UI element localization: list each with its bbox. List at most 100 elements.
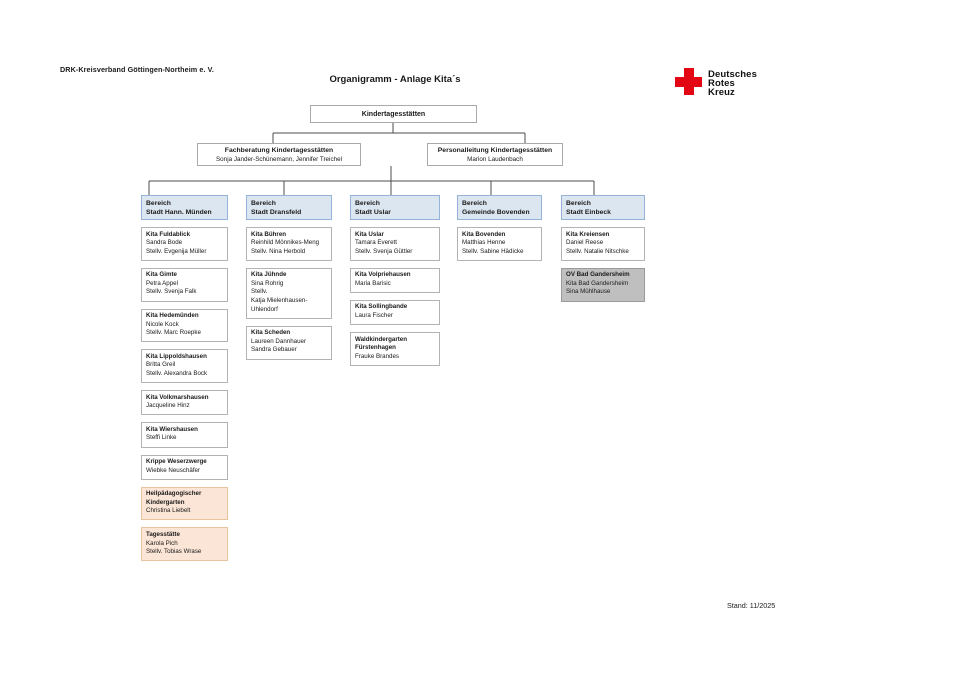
kita-person: Matthias Henne	[462, 239, 506, 247]
node-fachberatung: Fachberatung Kindertagesstätten Sonja Ja…	[197, 143, 361, 166]
kita-box: Krippe Weserzwerge Wiebke Neuschäfer	[141, 454, 228, 480]
root-node-title: Kindertagesstätten	[361, 110, 426, 118]
bereich-label: Bereich	[146, 199, 171, 207]
kita-box: Kita Uslar Tamara Everett Stellv. Svenja…	[350, 227, 440, 261]
kita-person: Stellv. Sabine Hädicke	[462, 247, 524, 255]
kita-box: Kita Sollingbande Laura Fischer	[350, 299, 440, 326]
node-names: Marion Laudenbach	[467, 155, 523, 163]
kita-person: Sandra Bode	[146, 239, 183, 247]
bereich-label: Bereich	[355, 199, 380, 207]
kita-box: Kita Jühnde Sina Rohrig Stellv. Katja Mi…	[246, 267, 332, 319]
kita-person: Stellv. Evgenija Müller	[146, 247, 207, 255]
kita-person: Britta Greil	[146, 361, 176, 369]
node-names: Sonja Jander-Schünemann, Jennifer Treich…	[215, 155, 342, 163]
kita-title: Kita Lippoldshausen	[146, 352, 207, 360]
kita-box: Kita Wiershausen Steffi Linke	[141, 422, 228, 448]
column-bovenden: Bereich Gemeinde Bovenden Kita Bovenden …	[457, 195, 542, 261]
stand-date: Stand: 11/2025	[727, 601, 776, 610]
kita-title: Kita Wiershausen	[146, 425, 198, 433]
kita-person: Christina Liebelt	[146, 507, 191, 515]
bereich-header-dransfeld: Bereich Stadt Dransfeld	[246, 195, 332, 220]
kita-box: Kita Bovenden Matthias Henne Stellv. Sab…	[457, 227, 542, 261]
kita-title: Heilpädagogischer Kindergarten	[146, 490, 202, 506]
logo-text-line: Kreuz	[708, 87, 735, 99]
bereich-label: Bereich	[251, 199, 276, 207]
kita-title: OV Bad Gandersheim	[566, 271, 630, 279]
bereich-header-einbeck: Bereich Stadt Einbeck	[561, 195, 645, 220]
node-title: Personalleitung Kindertagesstätten	[437, 146, 553, 154]
root-node-kindertagesstaetten: Kindertagesstätten	[310, 105, 477, 123]
kita-person: Stellv. Tobias Wrase	[146, 548, 202, 556]
kita-title: Waldkindergarten Fürstenhagen	[355, 335, 408, 352]
kita-box: Kita Fuldablick Sandra Bode Stellv. Evge…	[141, 227, 228, 261]
bereich-region: Stadt Hann. Münden	[146, 208, 212, 216]
bereich-region: Stadt Dransfeld	[251, 208, 302, 216]
bereich-region: Gemeinde Bovenden	[462, 208, 530, 216]
bereich-header-hann-muenden: Bereich Stadt Hann. Münden	[141, 195, 228, 220]
kita-title: Kita Volkmarshausen	[146, 393, 209, 401]
kita-person: Reinhild Mönnikes-Meng	[251, 239, 320, 247]
kita-box-heilpaedagogischer-kindergarten: Heilpädagogischer Kindergarten Christina…	[141, 486, 228, 521]
kita-person: Jacqueline Hinz	[146, 402, 190, 410]
kita-person: Nicole Kock	[146, 320, 179, 328]
logo-text-line: Rotes	[708, 78, 735, 90]
page-title: Organigramm - Anlage Kita´s	[329, 74, 461, 85]
kita-person: Laura Fischer	[355, 312, 393, 320]
kita-person: Tamara Everett	[355, 239, 397, 247]
kita-person: Karola Pich	[146, 539, 178, 547]
kita-person: Stellv. Svenja Falk	[146, 288, 197, 296]
kita-box: Kita Lippoldshausen Britta Greil Stellv.…	[141, 349, 228, 384]
kita-title: Kita Bovenden	[462, 230, 506, 238]
kita-person: Stellv.	[251, 288, 268, 296]
red-cross-icon	[675, 68, 702, 95]
node-title: Fachberatung Kindertagesstätten	[224, 146, 334, 154]
kita-person: Kita Bad Gandersheim	[566, 279, 629, 287]
kita-title: Kita Fuldablick	[146, 230, 191, 238]
kita-box: Kita Scheden Laureen Dannhauer Sandra Ge…	[246, 325, 332, 360]
kita-title: Tagesstätte	[146, 530, 180, 538]
bereich-region: Stadt Einbeck	[566, 208, 611, 216]
kita-box-ov-bad-gandersheim: OV Bad Gandersheim Kita Bad Gandersheim …	[561, 267, 645, 302]
kita-title: Krippe Weserzwerge	[146, 458, 207, 465]
kita-box: Kita Bühren Reinhild Mönnikes-Meng Stell…	[246, 227, 332, 261]
kita-person: Katja Mielenhausen-Uhlendorf	[251, 297, 308, 313]
kita-person: Stellv. Nina Herbold	[251, 247, 306, 255]
kita-person: Laureen Dannhauer	[251, 337, 307, 345]
drk-logo: Deutsches Rotes Kreuz	[675, 68, 757, 98]
kita-person: Steffi Linke	[146, 434, 177, 442]
bereich-header-uslar: Bereich Stadt Uslar	[350, 195, 440, 220]
kita-title: Kita Kreiensen	[566, 230, 610, 238]
kita-person: Daniel Reese	[566, 239, 604, 247]
logo-text: Deutsches Rotes Kreuz	[708, 70, 757, 98]
kita-title: Kita Bühren	[251, 230, 287, 238]
kita-person: Stellv. Marc Roepke	[146, 329, 201, 337]
kita-title: Kita Uslar	[355, 230, 384, 238]
column-hann-muenden: Bereich Stadt Hann. Münden Kita Fuldabli…	[141, 195, 228, 562]
kita-box: Kita Volpriehausen Maria Barisic	[350, 267, 440, 293]
kita-box: Kita Kreiensen Daniel Reese Stellv. Nata…	[561, 227, 645, 261]
kita-box-waldkindergarten: Waldkindergarten Fürstenhagen Frauke Bra…	[350, 332, 440, 366]
kita-person: Stellv. Svenja Güttler	[355, 247, 413, 255]
kita-person: Maria Barisic	[355, 279, 391, 287]
kita-person: Petra Appel	[146, 279, 178, 287]
kita-box: Kita Hedemünden Nicole Kock Stellv. Marc…	[141, 308, 228, 343]
kita-title: Kita Gimte	[146, 271, 177, 279]
kita-title: Kita Scheden	[251, 329, 291, 337]
bereich-header-bovenden: Bereich Gemeinde Bovenden	[457, 195, 542, 220]
bereich-label: Bereich	[462, 199, 487, 207]
kita-box-tagesstaette: Tagesstätte Karola Pich Stellv. Tobias W…	[141, 527, 228, 562]
column-dransfeld: Bereich Stadt Dransfeld Kita Bühren Rein…	[246, 195, 332, 360]
bereich-label: Bereich	[566, 199, 591, 207]
kita-box: Kita Volkmarshausen Jacqueline Hinz	[141, 390, 228, 416]
logo-text-line: Deutsches	[708, 69, 757, 80]
kita-person: Sandra Gebauer	[251, 346, 297, 354]
node-personalleitung: Personalleitung Kindertagesstätten Mario…	[427, 143, 563, 166]
kita-title: Kita Sollingbande	[355, 303, 408, 311]
org-label: DRK-Kreisverband Göttingen-Northeim e. V…	[60, 65, 214, 74]
kita-person: Frauke Brandes	[355, 352, 400, 360]
kita-person: Sina Rohrig	[251, 279, 284, 287]
kita-person: Stellv. Natalie Nitschke	[566, 247, 629, 255]
bereich-region: Stadt Uslar	[355, 208, 391, 216]
column-uslar: Bereich Stadt Uslar Kita Uslar Tamara Ev…	[350, 195, 440, 366]
